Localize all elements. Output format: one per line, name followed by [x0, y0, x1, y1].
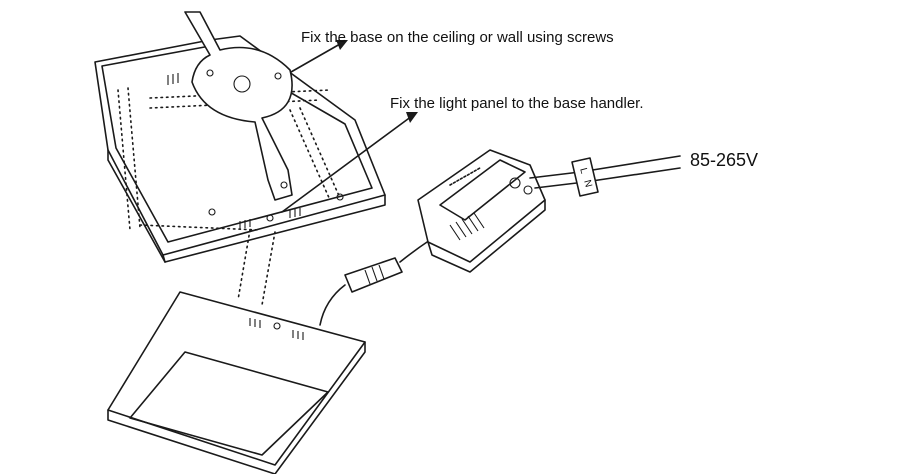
cable-connector — [344, 257, 403, 293]
input-cable-neutral — [534, 167, 681, 189]
bracket-center-hole — [233, 75, 251, 93]
driver-output-cable — [399, 239, 431, 263]
alignment-line — [237, 229, 251, 301]
arrow-panel — [281, 112, 418, 213]
screws-instruction-label: Fix the base on the ceiling or wall usin… — [301, 29, 614, 46]
panel-vent-slots — [249, 318, 304, 340]
base-vent-slots-front — [239, 208, 301, 229]
driver-vents — [449, 212, 485, 241]
base-screw-hole — [336, 193, 344, 201]
live-wire-label: L — [577, 167, 589, 176]
alignment-line — [261, 231, 276, 306]
bracket-screw-hole — [280, 181, 288, 189]
driver-terminal — [509, 177, 521, 189]
neutral-wire-label: N — [581, 179, 593, 189]
base-screw-hole — [208, 208, 216, 216]
light-panel-face — [129, 351, 329, 456]
arrow-screws — [290, 40, 348, 73]
light-panel — [107, 291, 366, 474]
base-vent-slots-left — [167, 73, 179, 85]
driver-terminal — [523, 185, 533, 195]
bracket-screw-hole — [206, 69, 214, 77]
led-driver — [417, 149, 546, 273]
base-screw-hole — [266, 214, 274, 222]
input-cable-line — [529, 155, 681, 179]
panel-instruction-label: Fix the light panel to the base handler. — [390, 95, 644, 112]
base-handler-bracket — [184, 11, 293, 201]
panel-cable — [319, 284, 346, 326]
voltage-label: 85-265V — [690, 150, 758, 170]
bracket-screw-hole — [274, 72, 282, 80]
cable-tag — [571, 157, 599, 197]
panel-screw-hole — [273, 322, 281, 330]
